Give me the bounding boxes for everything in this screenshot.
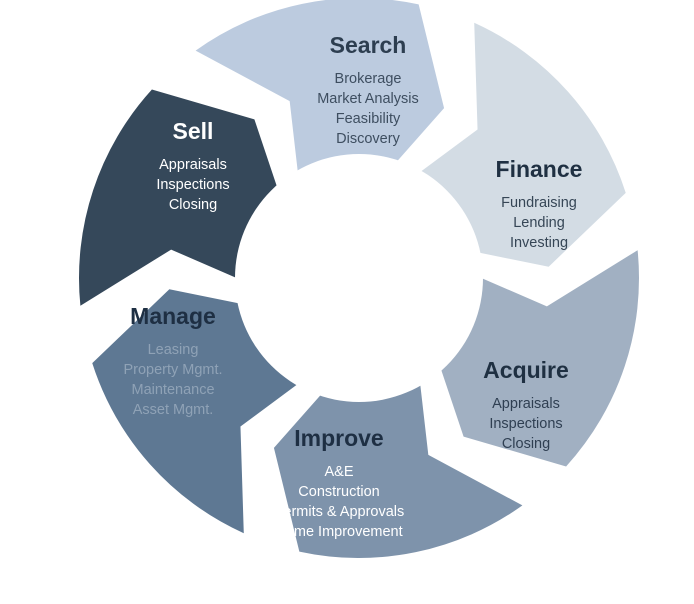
segment-title-manage: Manage [130,303,216,329]
segment-item: Inspections [156,177,229,193]
segment-item: A&E [324,464,353,480]
segment-item: Appraisals [492,396,560,412]
segment-item: Brokerage [335,71,402,87]
segment-title-improve: Improve [294,425,383,451]
segment-item: Closing [169,197,217,213]
segment-improve [273,359,523,558]
segment-item: Home Improvement [275,524,402,540]
segment-item: Feasibility [336,111,401,127]
segment-title-acquire: Acquire [483,357,569,383]
segment-search [195,0,445,197]
segment-title-sell: Sell [173,118,214,144]
segment-item: Closing [502,436,550,452]
segment-title-finance: Finance [496,156,583,182]
segment-item: Asset Mgmt. [133,402,214,418]
segment-item: Construction [298,484,379,500]
segment-item: Discovery [336,131,400,147]
segment-item: Maintenance [131,382,214,398]
segment-title-search: Search [330,32,407,58]
segment-item: Inspections [489,416,562,432]
segment-item: Lending [513,215,565,231]
segment-acquire [432,250,639,467]
segment-sell [79,89,286,306]
segment-item: Appraisals [159,157,227,173]
segment-item: Property Mgmt. [123,362,222,378]
segment-item: Fundraising [501,195,577,211]
segment-item: Investing [510,235,568,251]
segment-item: Market Analysis [317,91,419,107]
segment-item: Permits & Approvals [274,504,405,520]
segment-item: Leasing [148,342,199,358]
center-hole [235,154,483,402]
